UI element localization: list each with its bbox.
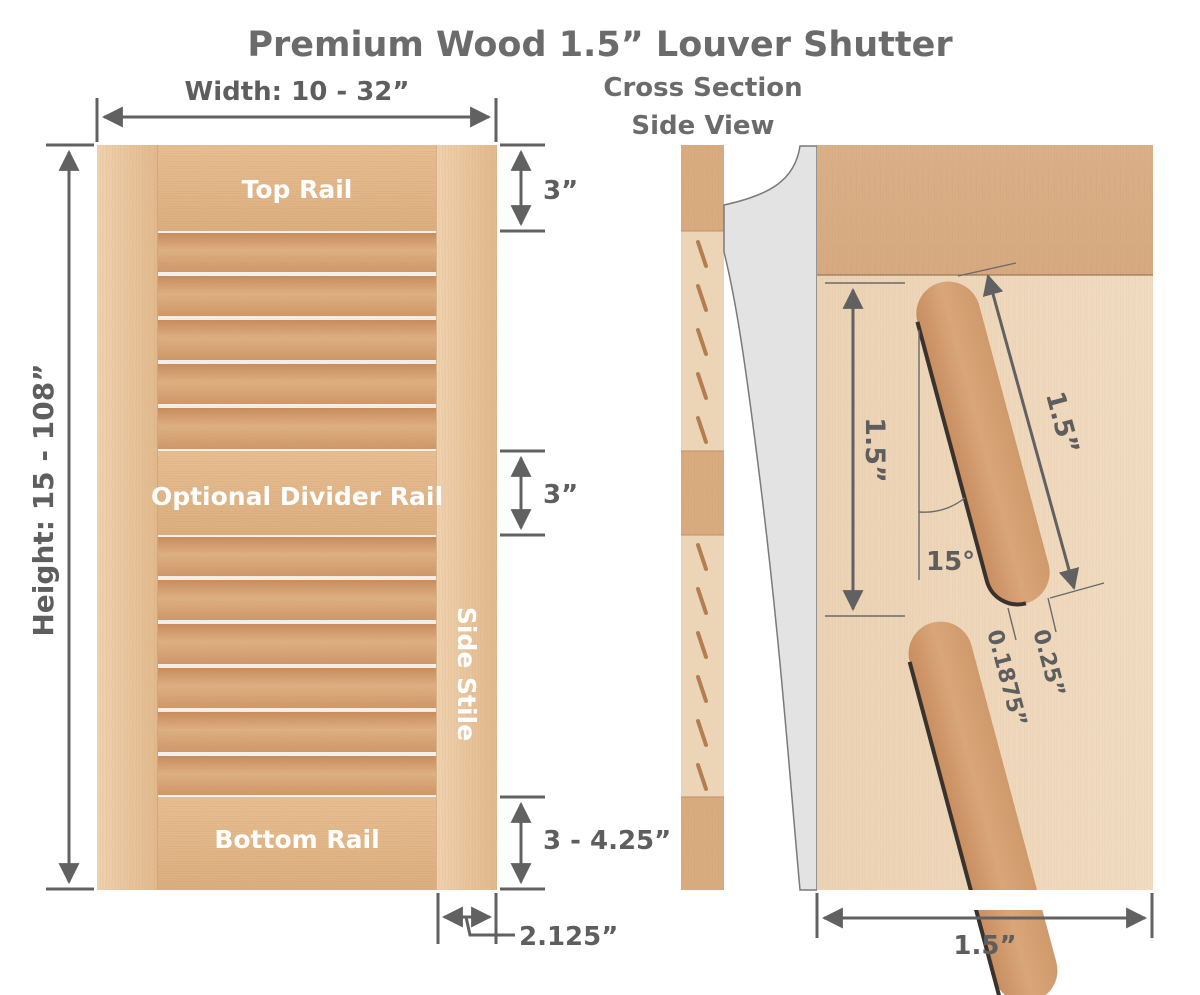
bottom-rail-dimension-label: 3 - 4.25” [543,826,671,856]
side-view-heading: Side View [631,111,774,141]
front-view-dimensions: Width: 10 - 32” Height: 15 - 108” 3” 3” … [27,77,671,952]
magnifier-profile [723,145,818,891]
top-rail-label: Top Rail [242,175,353,204]
detail-view: 1.5” 1.5” 15° 0.1875” 0.25” 1.5” [815,145,1157,995]
bottom-rail-label: Bottom Rail [214,825,379,854]
width-dimension-label: Width: 10 - 32” [185,77,410,107]
diagram-title: Premium Wood 1.5” Louver Shutter [247,25,953,65]
shutter-front-view: Top Rail Optional Divider Rail Bottom Ra… [97,145,497,890]
divider-rail-dimension-label: 3” [543,480,578,510]
frame-depth-label: 1.5” [953,931,1016,961]
louver-spacing-label: 1.5” [859,417,890,483]
side-view-strip [681,145,724,890]
divider-rail-label: Optional Divider Rail [151,482,443,511]
side-strip-lower-louvers [681,535,724,797]
height-dimension-label: Height: 15 - 108” [27,363,60,636]
louver-angle-label: 15° [926,547,975,577]
top-rail-dimension-label: 3” [543,176,578,206]
cross-section-heading: Cross Section [603,73,802,103]
upper-louvers [158,233,436,449]
side-stile-label: Side Stile [452,607,481,741]
stile-width-dimension-label: 2.125” [519,922,618,952]
lower-louvers [158,537,436,795]
